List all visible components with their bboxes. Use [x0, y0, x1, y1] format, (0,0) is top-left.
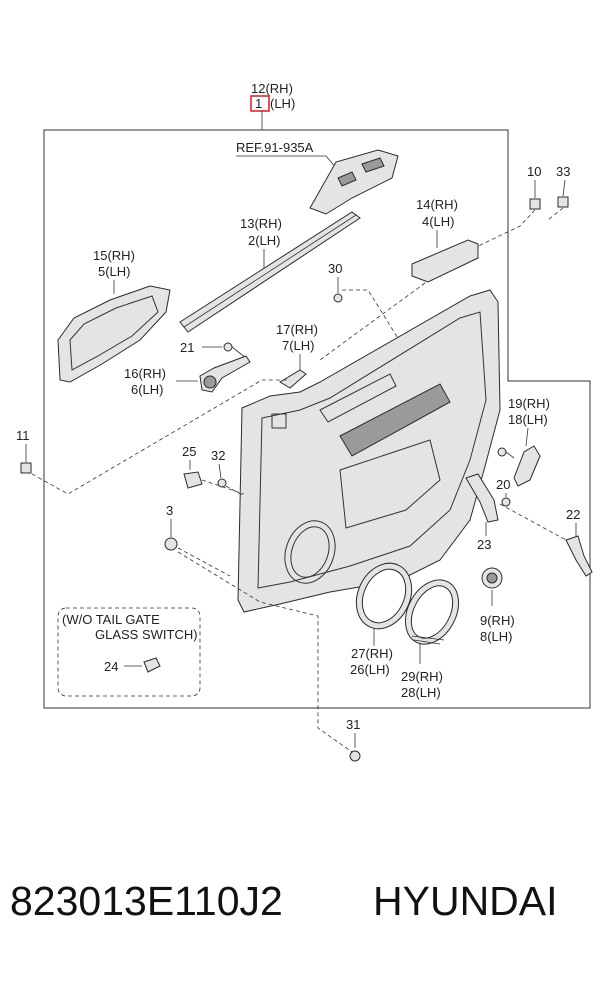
pull-handle-cover [411, 239, 479, 283]
armrest-pad [57, 285, 171, 383]
clip-10 [529, 198, 541, 210]
callout-1-highlight-box [250, 95, 270, 112]
callout-27: 27(RH) [351, 646, 393, 661]
belt-weatherstrip-edge [183, 214, 357, 328]
brand-name: HYUNDAI [373, 878, 558, 924]
clip-3 [164, 537, 178, 551]
part-footer: 823013E110J2 HYUNDAI [0, 878, 600, 948]
clip-20-lower [501, 497, 511, 507]
callout-32: 32 [211, 448, 225, 463]
reference-label: REF.91-935A [236, 140, 314, 155]
leader-20-upper [505, 451, 515, 459]
callout-13: 13(RH) [240, 216, 282, 231]
inside-handle-cover [279, 369, 307, 389]
grommet-inner [486, 572, 498, 584]
callout-23: 23 [477, 537, 491, 552]
callout-12: 12(RH) [251, 81, 293, 96]
callout-7: 7(LH) [282, 338, 315, 353]
leader-19 [525, 427, 529, 447]
leader-32 [218, 463, 222, 479]
speaker-grille-hatch [411, 635, 445, 645]
screw-31 [349, 750, 361, 762]
dashed-leader-30 [342, 289, 431, 391]
dashed-leader-11 [31, 379, 290, 495]
callout-10: 10 [527, 164, 541, 179]
callout-4: 4(LH) [422, 214, 455, 229]
dashed-leader-3 [177, 547, 353, 753]
clip-11 [20, 462, 32, 474]
callout-24: 24 [104, 659, 118, 674]
power-window-switch-bezel [309, 149, 399, 215]
callout-9: 9(RH) [480, 613, 515, 628]
dashed-leader-22 [499, 503, 567, 541]
callout-33: 33 [556, 164, 570, 179]
speaker-ring-inner [361, 568, 407, 624]
callout-30: 30 [328, 261, 342, 276]
switch-button [361, 157, 385, 173]
screw-30 [333, 293, 343, 303]
callout-22: 22 [566, 507, 580, 522]
mirror-bracket [465, 473, 499, 523]
variant-note-line-2: GLASS SWITCH) [95, 627, 198, 642]
callout-19: 19(RH) [508, 396, 550, 411]
callout-26: 26(LH) [350, 662, 390, 677]
callout-18: 18(LH) [508, 412, 548, 427]
clip-33 [557, 196, 569, 208]
screw-21 [223, 342, 233, 352]
variant-note-box [57, 607, 201, 697]
mirror-garnish-cover [513, 445, 541, 487]
callout-31: 31 [346, 717, 360, 732]
trim-clip-hole [271, 413, 287, 429]
callout-15: 15(RH) [93, 248, 135, 263]
speaker-grille-opening [284, 520, 336, 584]
trim-clip-25 [183, 471, 203, 489]
leader-33 [562, 179, 566, 197]
dashed-leader-25-32 [201, 479, 245, 497]
leader-21-b [231, 346, 247, 359]
switch-blank-cover [143, 657, 161, 673]
door-trim-panel [237, 289, 501, 613]
callout-1: 1 [255, 96, 262, 111]
callout-20: 20 [496, 477, 510, 492]
callout-6: 6(LH) [131, 382, 164, 397]
callout-3: 3 [166, 503, 173, 518]
door-switch-panel [339, 383, 451, 457]
screw-32 [217, 478, 227, 488]
callout-11: 11 [16, 428, 30, 443]
callout-8: 8(LH) [480, 629, 513, 644]
part-number: 823013E110J2 [10, 878, 283, 924]
speaker-grille-opening-inner [290, 526, 330, 578]
door-map-pocket [339, 439, 441, 529]
callout-14: 14(RH) [416, 197, 458, 212]
callout-21: 21 [180, 340, 194, 355]
diagram-frame [43, 129, 591, 709]
callout-29: 29(RH) [401, 669, 443, 684]
door-trim-panel-inner [257, 311, 487, 589]
clip-20-upper [497, 447, 507, 457]
variant-note-line-1: (W/O TAIL GATE [62, 612, 160, 627]
callout-2: 2(LH) [248, 233, 281, 248]
callout-16: 16(RH) [124, 366, 166, 381]
callout-25: 25 [182, 444, 196, 459]
armrest-pad-inner [69, 295, 159, 371]
delta-trim-strip [565, 535, 593, 577]
switch-button [337, 171, 357, 187]
dashed-leader-10-33 [319, 207, 564, 361]
callout-1-lh: (LH) [270, 96, 295, 111]
handle-pivot [203, 375, 217, 389]
callout-5: 5(LH) [98, 264, 131, 279]
callout-17: 17(RH) [276, 322, 318, 337]
door-grip [319, 373, 397, 423]
callout-28: 28(LH) [401, 685, 441, 700]
